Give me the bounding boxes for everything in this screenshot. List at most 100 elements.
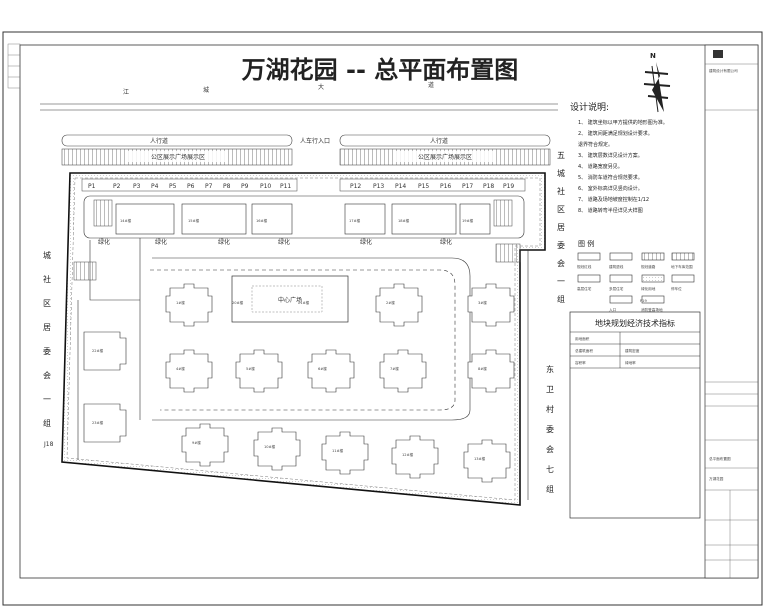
road-right-char-4: 委 (546, 424, 554, 434)
north-arrow: N (643, 52, 671, 113)
legend-item-9: 入口 (609, 307, 617, 312)
road-right-top-label: 五 城 社 区 居 委 会 一 组 (557, 151, 565, 304)
drawing-title: 万湖花园 -- 总平面布置图 (242, 56, 519, 84)
design-notes-heading: 设计说明: (570, 101, 609, 113)
building-footprint (181, 423, 229, 467)
parking-p3: P3 (133, 183, 141, 190)
parking-strip (81, 178, 526, 192)
building-tag: 2#楼 (386, 300, 395, 305)
road-right-top-char-7: 会 (557, 258, 565, 268)
index-row-1: 用地面积 (575, 336, 590, 341)
parking-p2: P2 (113, 183, 121, 190)
parking-p5: P5 (169, 183, 177, 190)
road-left-char-4: 居 (43, 323, 51, 332)
design-note-2: 2、 建筑间距满足规划设计要求。 (578, 130, 653, 137)
road-right-char-7: 组 (546, 484, 554, 494)
road-right-top-char-8: 一 (557, 277, 565, 286)
building-tag: 19#楼 (462, 218, 474, 223)
building-tag: 15#楼 (188, 218, 200, 223)
firm-logo (713, 50, 723, 58)
building-tag: 11#楼 (332, 448, 344, 453)
road-top-char-2: 城 (203, 87, 209, 94)
green-label-2: 绿化 (155, 238, 167, 246)
building-tag: 20#楼 (232, 300, 244, 305)
design-notes: 设计说明: 1、 建筑坐标以甲方提供的地形图为准。 2、 建筑间距满足规划设计要… (570, 101, 668, 214)
road-right-top-char-4: 区 (557, 205, 565, 214)
green-label-4: 绿化 (278, 238, 290, 246)
legend-item-8: 停车位 (671, 286, 682, 291)
building-tag: 7#楼 (390, 366, 399, 371)
parking-p13: P13 (373, 183, 384, 190)
parking-p16: P16 (440, 183, 451, 190)
building-tag: 21#楼 (298, 300, 310, 305)
corner-marker: J18 (43, 441, 54, 448)
building-tag: 16#楼 (256, 218, 268, 223)
index-row-5: 绿地率 (625, 360, 636, 365)
parking-p19: P19 (503, 183, 514, 190)
road-right-char-2: 卫 (546, 385, 554, 394)
title-block: 建筑设计有限公司 总平面布置图 万湖花园 (704, 44, 759, 579)
green-label-3: 绿化 (218, 238, 230, 246)
display-plaza-right-label: 公区展示广场展示区 (418, 153, 472, 161)
road-right-char-5: 会 (546, 444, 554, 454)
internal-roads (77, 195, 529, 500)
index-row-2: 总建筑面积 (575, 348, 593, 353)
legend: 图 例 规划红线 建筑退线 规划道路 地下车库范围 高层住宅 多层住宅 绿化用地… (577, 239, 695, 312)
legend-item-10: 消防登高场地 (641, 307, 663, 312)
building-footprint (391, 435, 439, 479)
green-label-5: 绿化 (360, 238, 372, 246)
title-block-drawing: 总平面布置图 (709, 456, 731, 461)
road-right-char-3: 村 (546, 404, 554, 414)
legend-item-3: 规划道路 (641, 264, 656, 269)
building-tag: 10#楼 (264, 444, 276, 449)
parking-p4: P4 (151, 183, 159, 190)
north-label: N (650, 52, 656, 60)
design-note-7: 6、 室外标高详见竖向设计。 (578, 185, 643, 192)
building-tag: 9#楼 (192, 440, 201, 445)
road-left-char-2: 社 (43, 274, 51, 284)
road-left-label: 城 社 区 居 委 会 一 组 (43, 251, 51, 428)
legend-heading: 图 例 (578, 239, 594, 248)
road-right-top-char-1: 五 (557, 151, 565, 160)
road-right-top-char-6: 委 (557, 240, 565, 250)
building-footprint (379, 349, 427, 393)
entrance-right: 人行道 (430, 137, 448, 145)
road-right-top-char-2: 城 (557, 169, 565, 178)
building-tag: 3#楼 (478, 300, 487, 305)
road-left-char-8: 组 (43, 418, 51, 428)
title-block-project: 万湖花园 (709, 476, 724, 481)
road-left-char-3: 区 (43, 299, 51, 308)
parking-p18: P18 (483, 183, 494, 190)
west-buildings (83, 331, 127, 443)
center-plaza-label: 中心广场 (278, 296, 302, 304)
legend-item-4: 地下车库范围 (671, 264, 693, 269)
legend-parking-sample: P19 (640, 299, 647, 303)
building-tag: 8#楼 (478, 366, 487, 371)
entrance-center: 人车行入口 (300, 137, 330, 145)
building-footprint (321, 431, 369, 475)
parking-p7: P7 (205, 183, 213, 190)
road-right-char-6: 七 (546, 465, 554, 474)
display-plaza-left-label: 公区展示广场展示区 (151, 153, 205, 161)
design-note-9: 8、 道路转弯半径详见大样图 (578, 207, 643, 214)
green-labels: 绿化 绿化 绿化 绿化 绿化 绿化 (98, 238, 452, 246)
index-table: 地块规划经济技术指标 用地面积 总建筑面积 容积率 建筑密度 绿地率 (569, 311, 701, 519)
road-left-char-5: 委 (43, 346, 51, 356)
road-top: 江 城 大 道 (40, 81, 558, 111)
road-right-char-1: 东 (546, 364, 554, 374)
road-left-char-7: 一 (43, 395, 51, 404)
design-note-5: 4、 道路宽度另见。 (578, 163, 623, 170)
legend-item-7: 绿化用地 (641, 286, 656, 291)
building-tag: 6#楼 (318, 366, 327, 371)
legend-item-5: 高层住宅 (577, 286, 592, 291)
road-right-top-char-9: 组 (557, 294, 565, 304)
building-footprint (235, 349, 283, 393)
building-tag: 14#楼 (120, 218, 132, 223)
road-left-char-1: 城 (43, 251, 51, 260)
building-footprint (375, 283, 423, 327)
legend-item-6: 多层住宅 (609, 286, 624, 291)
parking-p8: P8 (223, 183, 231, 190)
building-footprint (467, 349, 515, 393)
